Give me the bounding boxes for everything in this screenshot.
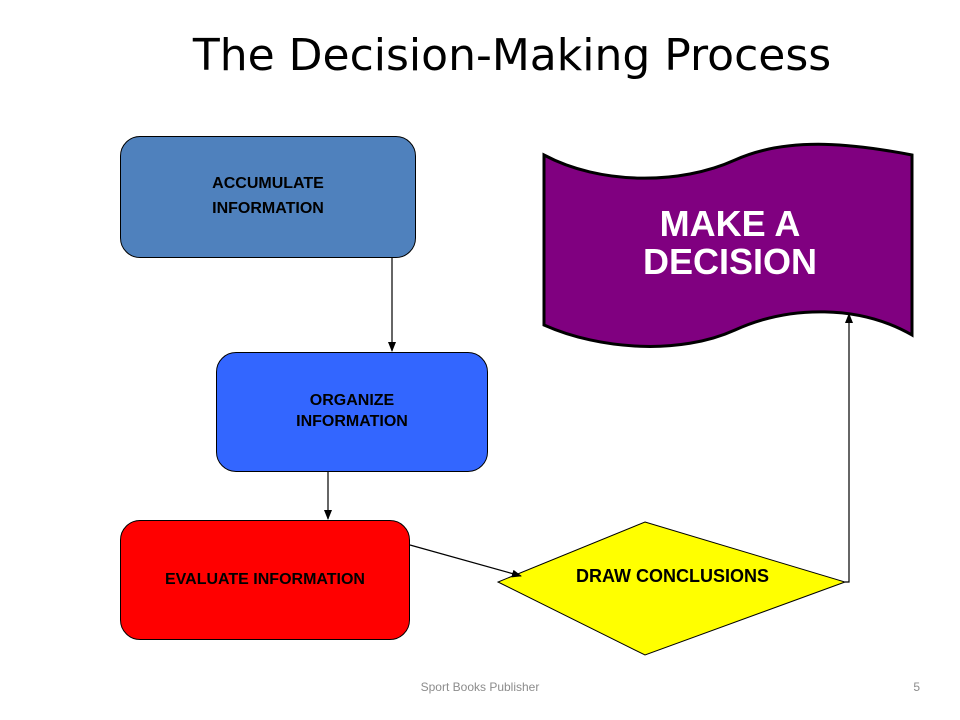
step-accumulate-label: ACCUMULATE INFORMATION [212, 175, 324, 217]
conclusion-diamond [496, 521, 847, 656]
step-organize-information: ORGANIZE INFORMATION [216, 352, 488, 472]
footer-publisher: Sport Books Publisher [420, 680, 540, 694]
arrow-evaluate-to-conclusions [409, 544, 522, 578]
step-draw-conclusions-label: DRAW CONCLUSIONS [576, 566, 769, 586]
step-evaluate-information: EVALUATE INFORMATION [120, 520, 410, 640]
arrow-conclusions-to-decision [845, 313, 853, 583]
step-accumulate-information: ACCUMULATE INFORMATION [120, 136, 416, 258]
footer-page-number: 5 [913, 680, 920, 694]
step-evaluate-label: EVALUATE INFORMATION [165, 570, 365, 588]
step-organize-label: ORGANIZE INFORMATION [296, 392, 408, 430]
page-title: The Decision-Making Process [192, 30, 832, 81]
decision-banner [542, 142, 914, 348]
step-make-decision-label: MAKE A DECISION [642, 203, 818, 282]
